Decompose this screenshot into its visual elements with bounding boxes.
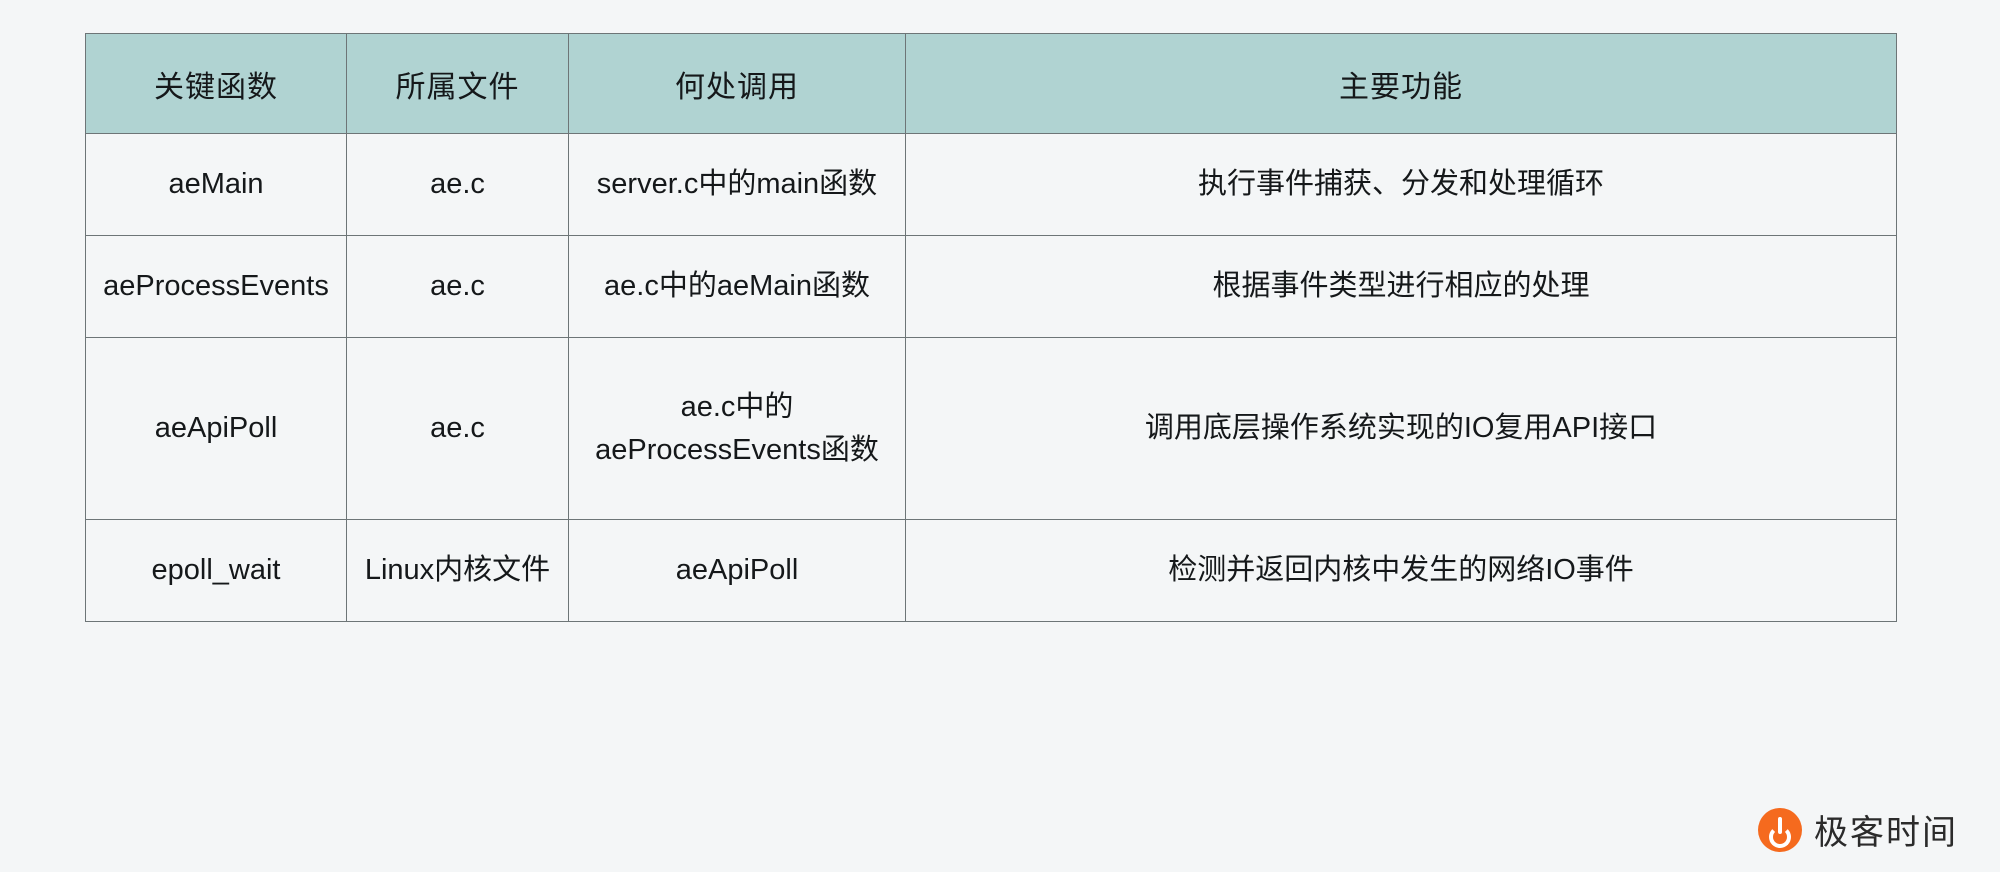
table-row: aeApiPoll ae.c ae.c中的 aeProcessEvents函数 … bbox=[85, 337, 1897, 520]
cell-file: ae.c bbox=[346, 337, 569, 520]
cell-called-from: aeApiPoll bbox=[568, 519, 906, 622]
cell-function: aeApiPoll bbox=[85, 337, 347, 520]
cell-called-from: ae.c中的 aeProcessEvents函数 bbox=[568, 337, 906, 520]
cell-line-1: server.c中的main函数 bbox=[596, 168, 878, 201]
cell-called-from: server.c中的main函数 bbox=[568, 133, 906, 236]
table-body: aeMain ae.c server.c中的main函数 执行事件捕获、分发和处… bbox=[85, 133, 1897, 622]
watermark-label: 极客时间 bbox=[1814, 814, 1958, 852]
table-header-row: 关键函数 所属文件 何处调用 主要功能 bbox=[85, 33, 1897, 134]
cell-lines: aeApiPoll bbox=[577, 549, 897, 591]
function-table: 关键函数 所属文件 何处调用 主要功能 aeMain ae.c server.c… bbox=[85, 33, 1897, 622]
table-row: aeMain ae.c server.c中的main函数 执行事件捕获、分发和处… bbox=[85, 133, 1897, 236]
watermark: 极客时间 bbox=[1758, 805, 1958, 854]
column-header-function: 关键函数 bbox=[85, 33, 347, 134]
cell-file: Linux内核文件 bbox=[346, 519, 569, 622]
cell-lines: server.c中的main函数 bbox=[577, 163, 897, 205]
cell-line-1: ae.c中的 bbox=[680, 391, 794, 424]
column-header-file: 所属文件 bbox=[346, 33, 569, 134]
cell-purpose: 执行事件捕获、分发和处理循环 bbox=[905, 133, 1897, 236]
table-header: 关键函数 所属文件 何处调用 主要功能 bbox=[85, 33, 1897, 134]
cell-purpose: 调用底层操作系统实现的IO复用API接口 bbox=[905, 337, 1897, 520]
cell-line-2: aeProcessEvents函数 bbox=[595, 433, 879, 466]
cell-file: ae.c bbox=[346, 235, 569, 338]
cell-called-from: ae.c中的aeMain函数 bbox=[568, 235, 906, 338]
column-header-called-from: 何处调用 bbox=[568, 33, 906, 134]
cell-lines: ae.c中的aeMain函数 bbox=[577, 265, 897, 307]
cell-line-1: aeApiPoll bbox=[675, 554, 799, 587]
function-table-container: 关键函数 所属文件 何处调用 主要功能 aeMain ae.c server.c… bbox=[85, 33, 1897, 622]
cell-function: aeProcessEvents bbox=[85, 235, 347, 338]
column-header-purpose: 主要功能 bbox=[905, 33, 1897, 134]
cell-function: aeMain bbox=[85, 133, 347, 236]
geekbang-logo-icon bbox=[1758, 807, 1802, 852]
cell-purpose: 根据事件类型进行相应的处理 bbox=[905, 235, 1897, 338]
cell-lines: ae.c中的 aeProcessEvents函数 bbox=[577, 386, 897, 470]
cell-file: ae.c bbox=[346, 133, 569, 236]
table-row: epoll_wait Linux内核文件 aeApiPoll 检测并返回内核中发… bbox=[85, 519, 1897, 622]
cell-purpose: 检测并返回内核中发生的网络IO事件 bbox=[905, 519, 1897, 622]
table-row: aeProcessEvents ae.c ae.c中的aeMain函数 根据事件… bbox=[85, 235, 1897, 338]
cell-function: epoll_wait bbox=[85, 519, 347, 622]
cell-line-1: ae.c中的aeMain函数 bbox=[604, 270, 870, 303]
